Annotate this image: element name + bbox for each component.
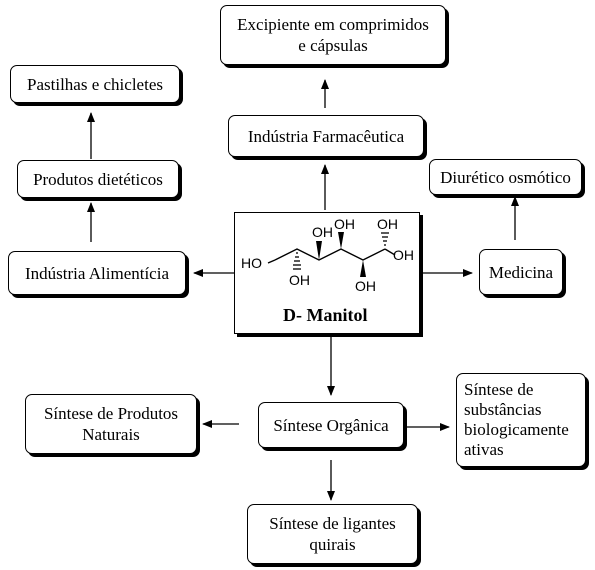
wedge-bond <box>316 241 322 260</box>
atom-oh: OH <box>334 216 355 232</box>
box-sintese-organica: Síntese Orgânica <box>258 402 404 448</box>
molecule-name: D- Manitol <box>283 305 368 325</box>
atom-oh: OH <box>377 216 398 232</box>
wedge-bond <box>338 232 344 249</box>
box-farmaceutica: Indústria Farmacêutica <box>228 115 424 157</box>
box-alimenticia: Indústria Alimentícia <box>8 251 186 295</box>
box-sintese-bio: Síntese de substâncias biologicamente at… <box>456 373 586 467</box>
box-sintese-ligantes: Síntese de ligantes quirais <box>247 504 418 564</box>
hashed-bond <box>293 252 301 270</box>
manitol-box: HO OH OH OH OH OH OH D- Manitol <box>234 212 420 334</box>
box-sintese-naturais: Síntese de Produtos Naturais <box>25 394 197 454</box>
wedge-bond <box>360 260 366 277</box>
hashed-bond <box>381 232 389 246</box>
manitol-structure: HO OH OH OH OH OH OH <box>241 216 414 294</box>
atom-oh: OH <box>393 247 414 263</box>
box-pastilhas: Pastilhas e chicletes <box>10 65 180 103</box>
box-diuretico: Diurético osmótico <box>429 159 582 195</box>
box-dieteticos: Produtos dietéticos <box>17 160 179 198</box>
atom-oh: OH <box>312 224 333 240</box>
atom-oh: OH <box>355 278 376 294</box>
box-excipiente: Excipiente em comprimidos e cápsulas <box>220 5 446 65</box>
box-medicina: Medicina <box>479 249 563 295</box>
atom-oh: OH <box>289 272 310 288</box>
atom-ho: HO <box>241 255 262 271</box>
